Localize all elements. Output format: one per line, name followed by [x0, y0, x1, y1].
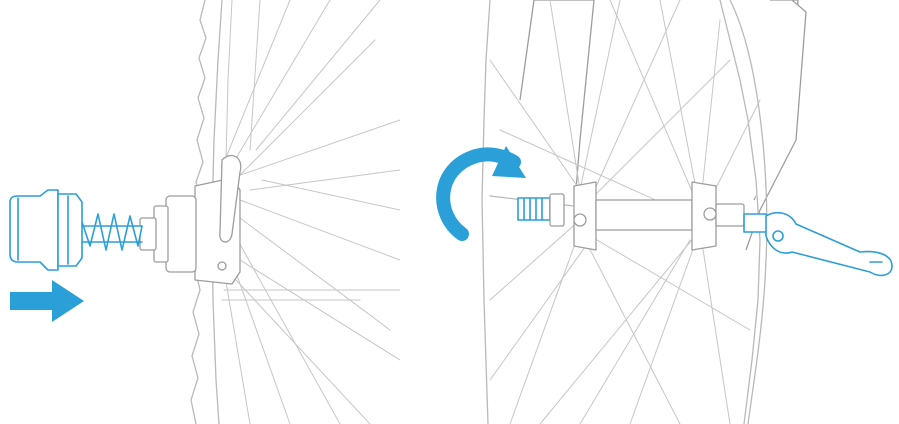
- skewer-nut-icon: [10, 190, 82, 270]
- skewer-end-icon: [490, 194, 574, 226]
- rotate-arrow-icon: [443, 146, 526, 234]
- hub-icon: [574, 182, 744, 250]
- spokes-icon: [222, 0, 400, 424]
- hub-icon: [140, 156, 241, 284]
- step-insert-skewer-drawing: [0, 0, 400, 424]
- spring-icon: [80, 214, 142, 250]
- step-attach-lever-panel: [430, 0, 899, 424]
- step-insert-skewer-panel: [0, 0, 400, 424]
- step-attach-lever-drawing: [430, 0, 899, 424]
- push-arrow-icon: [10, 280, 84, 322]
